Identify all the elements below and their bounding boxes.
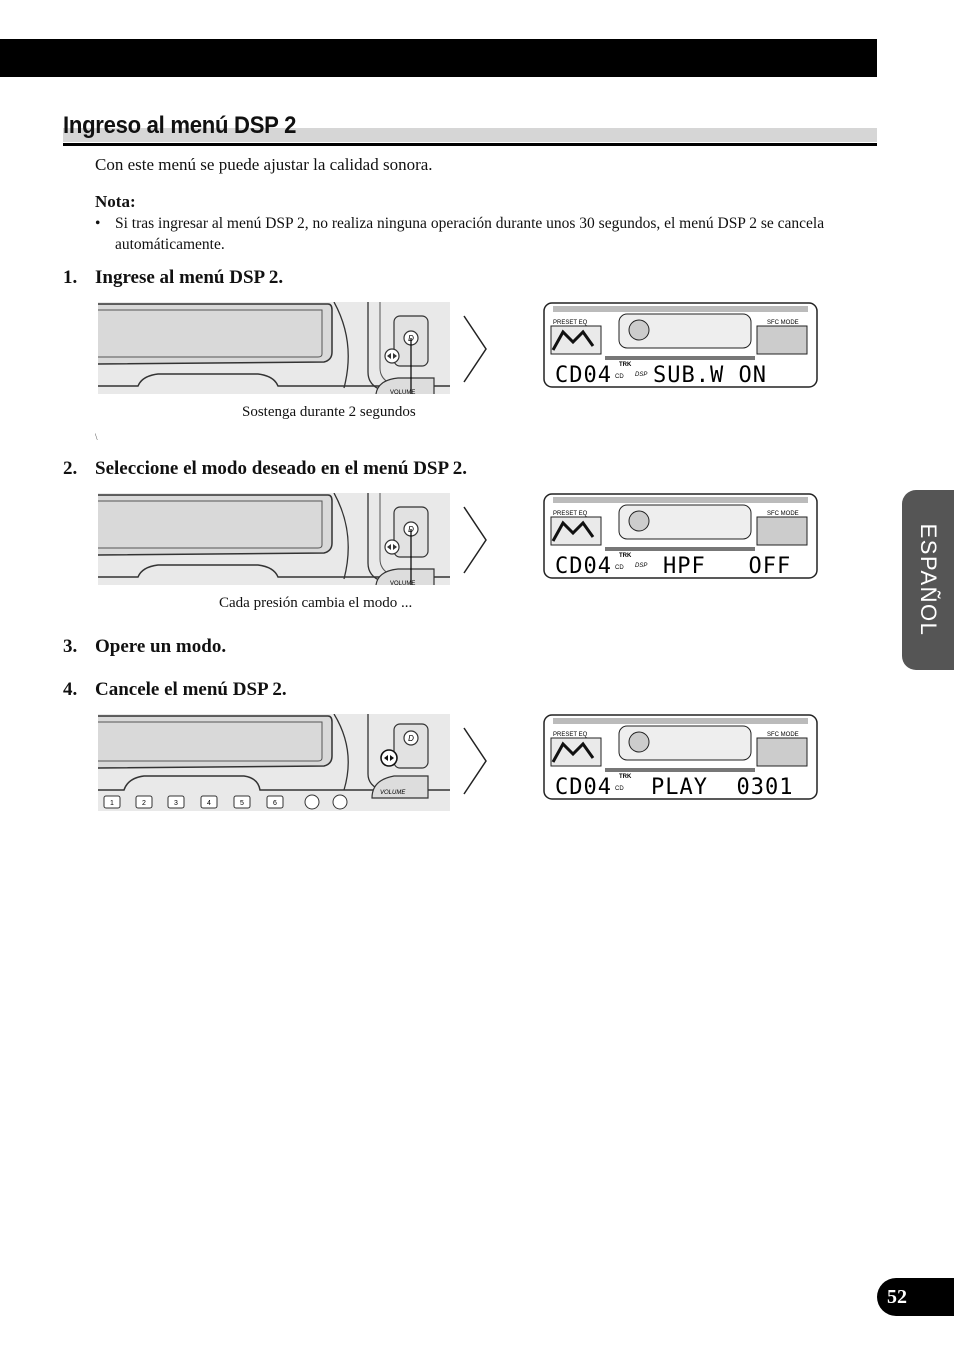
svg-text:4: 4 [207, 800, 211, 807]
display-right: PLAY 0301 [651, 775, 793, 800]
volume-label: VOLUME [390, 390, 415, 394]
arrow-icon [463, 727, 487, 795]
volume-label: VOLUME [380, 790, 406, 796]
step-3: 3.Opere un modo. [63, 636, 227, 657]
svg-text:TRK: TRK [619, 362, 632, 368]
arrow-icon [463, 315, 487, 383]
head-unit-illustration-3: D VOLUME 1 2 3 4 5 6 [98, 714, 450, 811]
arrow-button [384, 539, 400, 555]
arrow-button [380, 749, 398, 767]
svg-text:SFC MODE: SFC MODE [767, 511, 799, 517]
preset-2-button [135, 795, 153, 809]
head-unit-illustration-2: D VOLUME [98, 493, 450, 585]
note-item: • Si tras ingresar al menú DSP 2, no rea… [95, 213, 835, 255]
svg-text:CD: CD [615, 374, 624, 380]
preset-6-button [266, 795, 284, 809]
step-1: 1.Ingrese al menú DSP 2. [63, 267, 284, 288]
arrow-button [384, 348, 400, 364]
preset-4-button [200, 795, 218, 809]
head-unit-illustration-1: D VOLUME [98, 302, 450, 394]
section-heading: Ingreso al menú DSP 2 [63, 112, 877, 146]
preset-5-button [233, 795, 251, 809]
round-button-1 [304, 794, 320, 810]
svg-text:CD: CD [615, 565, 624, 571]
bullet: • [95, 215, 101, 232]
display-right: SUB.W ON [653, 363, 767, 388]
svg-text:5: 5 [240, 800, 244, 807]
svg-text:TRK: TRK [619, 774, 632, 780]
svg-text:SFC MODE: SFC MODE [767, 732, 799, 738]
intro-text: Con este menú se puede ajustar la calida… [95, 155, 433, 174]
display-left: CD04 [555, 363, 612, 388]
lcd-display-3: PRESET EQ SFC MODE TRK CD CD04 PLAY 0301 [543, 714, 818, 800]
section-title: Ingreso al menú DSP 2 [63, 112, 297, 139]
svg-text:D: D [408, 734, 414, 743]
lcd-display-2: PRESET EQ SFC MODE TRK CD DSP CD04 HPF O… [543, 493, 818, 579]
svg-text:DSP: DSP [635, 563, 647, 569]
note-text: Si tras ingresar al menú DSP 2, no reali… [115, 215, 825, 253]
language-tab: ESPAÑOL [902, 490, 954, 670]
svg-text:CD: CD [615, 786, 624, 792]
lcd-display-1: PRESET EQ SFC MODE TRK CD DSP CD04 SUB.W… [543, 302, 818, 388]
step-2: 2.Seleccione el modo deseado en el menú … [63, 458, 468, 479]
svg-text:2: 2 [142, 800, 146, 807]
stray-mark: \ [95, 432, 98, 442]
svg-text:PRESET EQ: PRESET EQ [553, 511, 588, 517]
round-button-2 [332, 794, 348, 810]
display-right: HPF OFF [663, 554, 791, 579]
header-bar [0, 39, 877, 77]
caption-hold: Sostenga durante 2 segundos [242, 404, 416, 420]
volume-label: VOLUME [390, 581, 415, 585]
svg-text:PRESET EQ: PRESET EQ [553, 732, 588, 738]
svg-text:3: 3 [174, 800, 178, 807]
svg-text:TRK: TRK [619, 553, 632, 559]
d-button [403, 730, 419, 746]
preset-3-button [167, 795, 185, 809]
arrow-icon [463, 506, 487, 574]
preset-1-button [103, 795, 121, 809]
svg-text:6: 6 [273, 800, 277, 807]
caption-press: Cada presión cambia el modo ... [219, 595, 413, 611]
svg-text:DSP: DSP [635, 372, 647, 378]
svg-text:1: 1 [110, 800, 114, 807]
display-left: CD04 [555, 775, 612, 800]
page-number: 52 [877, 1278, 954, 1316]
step-4: 4.Cancele el menú DSP 2. [63, 679, 287, 700]
note-title: Nota: [95, 192, 136, 211]
svg-text:PRESET EQ: PRESET EQ [553, 320, 588, 326]
display-left: CD04 [555, 554, 612, 579]
svg-text:SFC MODE: SFC MODE [767, 320, 799, 326]
